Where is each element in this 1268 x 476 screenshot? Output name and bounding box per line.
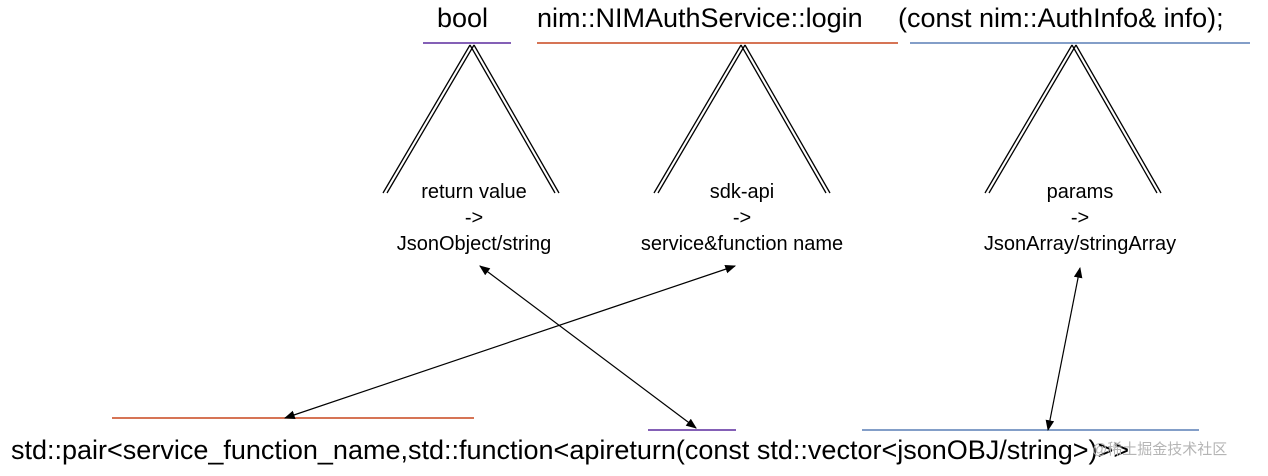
arrow-params-to-vector xyxy=(1045,266,1083,432)
params-arrow: -> xyxy=(1070,207,1090,229)
sdk-api-label: sdk-api -> service&function name xyxy=(612,179,872,257)
return-value-line1: return value xyxy=(421,181,527,203)
sdk-api-arrow: -> xyxy=(732,207,752,229)
return-value-tent xyxy=(382,44,560,194)
params-label: params -> JsonArray/stringArray xyxy=(960,179,1200,257)
sdk-api-line3: service&function name xyxy=(640,233,844,255)
params-line3: JsonArray/stringArray xyxy=(983,233,1177,255)
bottom-signature-text: std::pair<service_function_name,std::fun… xyxy=(11,435,1130,465)
return-value-line3: JsonObject/string xyxy=(396,233,552,255)
watermark: @稀土掘金技术社区 xyxy=(1092,441,1228,458)
return-value-arrow: -> xyxy=(464,207,484,229)
params-tent xyxy=(984,44,1162,194)
return-type-text: bool xyxy=(437,3,489,33)
sdk-api-tent xyxy=(653,44,831,194)
return-value-label: return value -> JsonObject/string xyxy=(374,179,574,257)
params-line1: params xyxy=(1046,181,1114,203)
api-name-text: nim::NIMAuthService::login xyxy=(537,3,863,33)
arrow-api-to-service-function xyxy=(283,265,737,419)
sdk-api-line1: sdk-api xyxy=(709,181,775,203)
params-text: (const nim::AuthInfo& info); xyxy=(898,3,1224,33)
